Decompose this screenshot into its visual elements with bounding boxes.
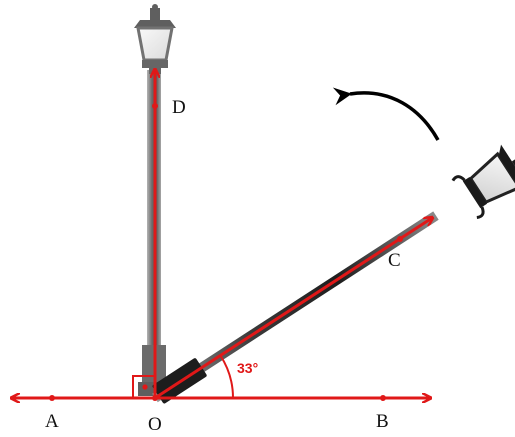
angle-arc [219,354,234,399]
label-o: O [148,414,162,435]
point-b-dot [380,395,386,401]
angle-label: 33° [237,360,258,376]
ray-oc [154,218,432,400]
label-a: A [45,411,59,432]
curved-arrow-icon [332,87,440,141]
street-lamp-icon [451,144,515,220]
point-c-dot [397,236,403,242]
label-b: B [376,411,389,432]
label-c: C [388,250,401,271]
point-d-dot [152,103,158,109]
point-a-dot [49,395,55,401]
street-lamp-icon [134,4,176,74]
label-d: D [172,97,186,118]
right-angle-marker [132,375,155,398]
point-o-dot [152,395,158,401]
